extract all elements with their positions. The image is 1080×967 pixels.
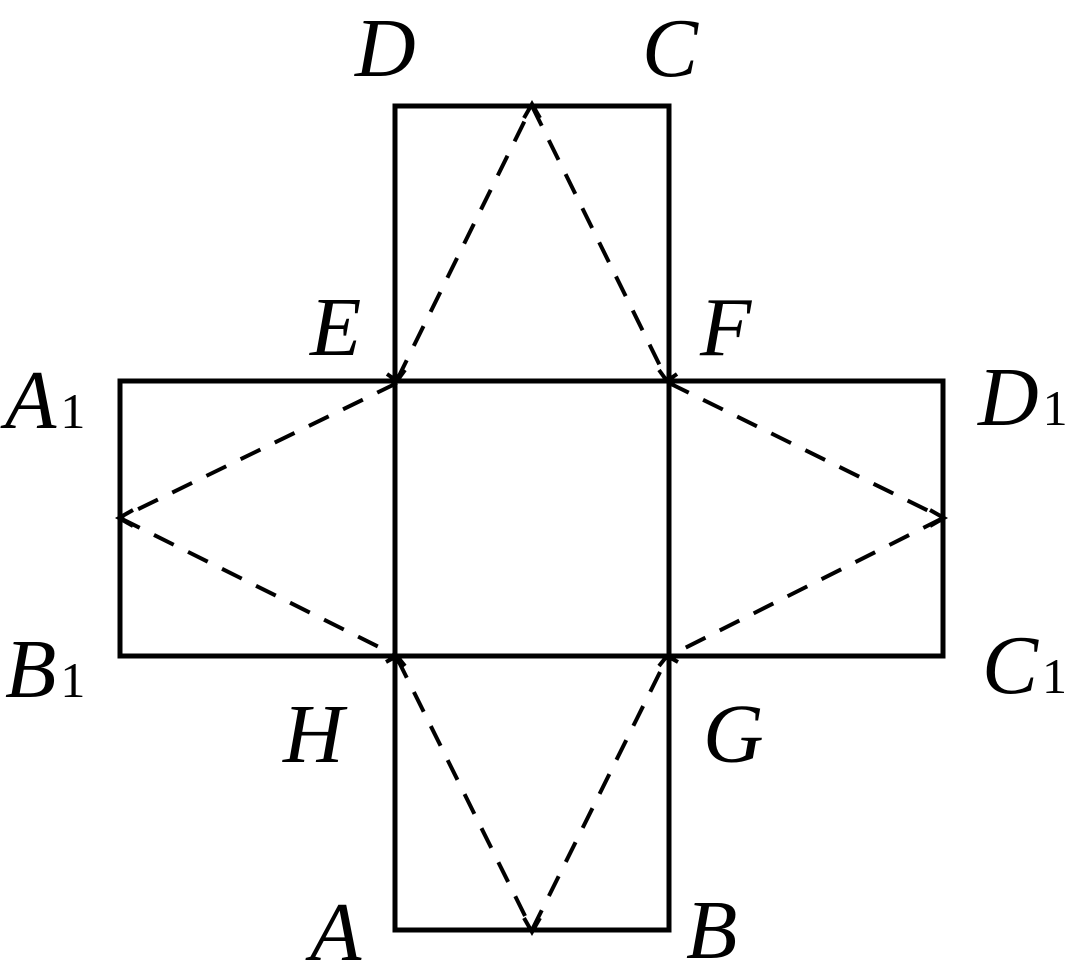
- arrowhead-e: [385, 368, 407, 384]
- label-d: D: [354, 2, 416, 95]
- dashed-paths: [119, 105, 944, 931]
- label-f: F: [699, 281, 753, 374]
- face-bottom: [392, 653, 672, 933]
- face-right: [666, 378, 946, 659]
- arrowhead-left: [114, 508, 134, 528]
- label-b1: B1: [5, 623, 85, 716]
- face-center: [392, 378, 672, 659]
- label-a: A: [305, 886, 362, 967]
- label-c: C: [642, 2, 699, 95]
- arrowhead-top: [522, 99, 542, 119]
- label-b: B: [686, 884, 737, 967]
- label-a1: A1: [0, 354, 85, 447]
- label-h: H: [282, 688, 348, 781]
- label-e: E: [309, 281, 361, 374]
- arrowhead-bottom: [522, 917, 542, 937]
- arrowhead-f: [657, 368, 679, 384]
- dashed-line-e-to-left: [119, 381, 398, 520]
- arrowhead-h: [385, 653, 407, 668]
- dashed-line-left-to-h: [119, 516, 398, 658]
- arrowheads: [114, 99, 949, 937]
- label-g: G: [703, 688, 764, 781]
- dashed-line-top-to-f: [530, 105, 669, 381]
- dashed-line-bottom-to-g: [530, 657, 669, 931]
- arrowhead-right: [929, 508, 949, 528]
- net-outline: [117, 103, 946, 933]
- dashed-line-e-to-top: [395, 105, 534, 381]
- dashed-line-right-to-g: [668, 516, 944, 658]
- label-d1: D1: [977, 351, 1068, 444]
- face-top: [392, 103, 672, 384]
- arrowhead-g: [657, 653, 679, 668]
- label-c1: C1: [982, 619, 1067, 712]
- dashed-line-f-to-right: [668, 381, 944, 520]
- face-left: [117, 378, 398, 659]
- dashed-line-h-to-bottom: [395, 657, 534, 931]
